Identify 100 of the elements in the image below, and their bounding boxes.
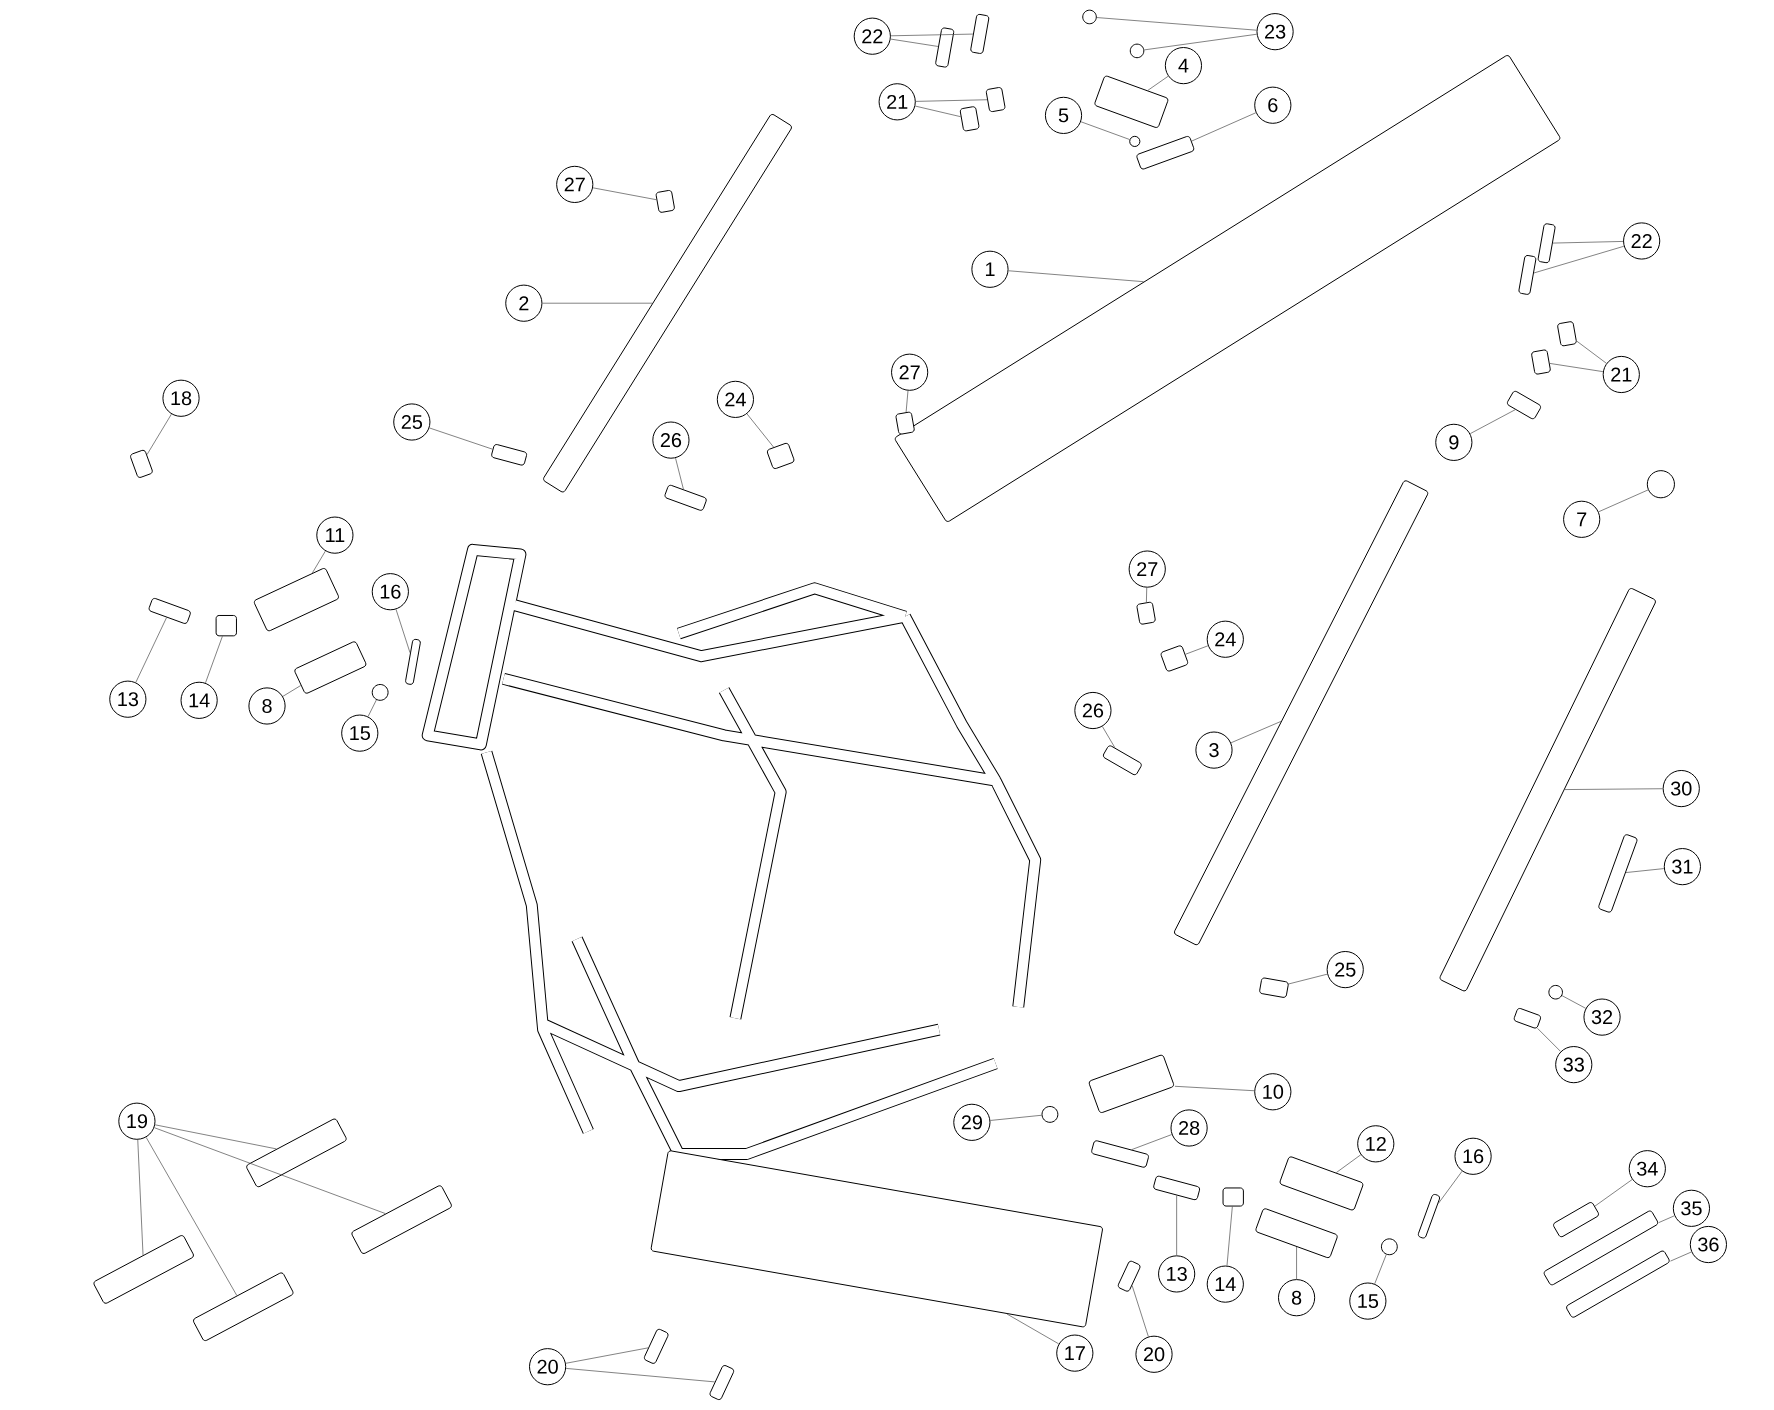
callout-number: 8 bbox=[248, 687, 286, 725]
leader-line bbox=[205, 636, 223, 684]
leader-line bbox=[1143, 34, 1257, 51]
leader-line bbox=[1533, 246, 1625, 274]
fitting bbox=[130, 449, 153, 479]
leader-line bbox=[565, 1368, 716, 1383]
leader-line bbox=[282, 685, 302, 697]
leader-line bbox=[990, 1115, 1042, 1121]
callout-number: 4 bbox=[1164, 47, 1203, 85]
callout-number: 34 bbox=[1628, 1150, 1666, 1188]
bracket-plate bbox=[1094, 75, 1169, 129]
bushing bbox=[985, 87, 1006, 113]
callout-number: 31 bbox=[1663, 848, 1701, 886]
chain-slider bbox=[1088, 1054, 1175, 1114]
bolt bbox=[935, 27, 955, 68]
bushing bbox=[766, 443, 795, 470]
leader-line bbox=[1147, 76, 1169, 91]
end-cap bbox=[1646, 470, 1675, 499]
callout-number: 32 bbox=[1583, 998, 1621, 1036]
callout-number: 29 bbox=[953, 1103, 991, 1142]
callout-number: 27 bbox=[1128, 550, 1166, 588]
footpeg bbox=[294, 641, 367, 694]
callout-number: 15 bbox=[341, 714, 379, 752]
callout-number: 5 bbox=[1044, 96, 1083, 135]
bolt bbox=[970, 14, 990, 55]
leader-line bbox=[1185, 645, 1209, 655]
callout-number: 3 bbox=[1195, 731, 1233, 769]
callout-number: 16 bbox=[1454, 1137, 1492, 1176]
leader-line bbox=[1374, 1254, 1387, 1285]
callout-number: 17 bbox=[1056, 1334, 1094, 1372]
bushing bbox=[1531, 349, 1551, 375]
chain-guide bbox=[1173, 480, 1429, 946]
callout-number: 26 bbox=[1074, 692, 1112, 730]
leader-line bbox=[675, 457, 684, 490]
washer bbox=[1380, 1238, 1398, 1256]
leader-line bbox=[1230, 721, 1282, 744]
callout-number: 8 bbox=[1277, 1279, 1316, 1317]
bracket-plate bbox=[1136, 136, 1195, 170]
bolt bbox=[709, 1365, 735, 1401]
callout-number: 13 bbox=[109, 680, 147, 718]
leader-line bbox=[1102, 726, 1116, 748]
leader-line bbox=[395, 609, 411, 654]
leader-line bbox=[1288, 974, 1328, 985]
callout-number: 36 bbox=[1689, 1226, 1727, 1264]
callout-number: 15 bbox=[1349, 1282, 1387, 1320]
leader-line bbox=[1146, 587, 1148, 603]
footpeg-plate bbox=[253, 568, 339, 632]
nut bbox=[1129, 43, 1145, 59]
leader-line bbox=[1598, 489, 1649, 513]
callout-number: 22 bbox=[1623, 222, 1661, 260]
pin bbox=[405, 639, 421, 685]
nut bbox=[1548, 985, 1563, 1000]
callout-number: 6 bbox=[1254, 86, 1292, 124]
leader-line bbox=[145, 1137, 238, 1296]
bolt bbox=[1518, 255, 1537, 296]
callout-number: 19 bbox=[118, 1102, 156, 1140]
spring bbox=[215, 615, 237, 637]
leader-line bbox=[1296, 1246, 1297, 1280]
callout-number: 25 bbox=[1326, 951, 1364, 989]
spring bbox=[1598, 834, 1638, 913]
bushing bbox=[959, 106, 980, 132]
clip bbox=[1136, 601, 1156, 625]
callout-number: 2 bbox=[505, 284, 543, 322]
spring bbox=[1506, 391, 1542, 420]
leader-line bbox=[1625, 868, 1665, 874]
callout-number: 23 bbox=[1256, 13, 1294, 51]
pin bbox=[1417, 1194, 1441, 1239]
leader-line bbox=[1080, 121, 1130, 140]
callout-number: 24 bbox=[1206, 620, 1244, 658]
spring bbox=[1566, 1250, 1670, 1318]
spring bbox=[1222, 1187, 1244, 1207]
callout-number: 26 bbox=[652, 421, 690, 459]
rubber-pad bbox=[193, 1272, 294, 1342]
leader-line bbox=[1552, 241, 1624, 244]
leader-line bbox=[905, 390, 909, 413]
leader-line bbox=[367, 699, 377, 717]
leader-line bbox=[154, 1127, 386, 1215]
leader-line bbox=[1174, 1086, 1255, 1092]
callout-number: 12 bbox=[1357, 1125, 1395, 1163]
rubber-pad bbox=[93, 1235, 194, 1304]
nut bbox=[1041, 1106, 1059, 1123]
callout-number: 30 bbox=[1662, 770, 1700, 808]
clip bbox=[655, 190, 675, 213]
leader-line bbox=[890, 33, 974, 37]
callout-number: 28 bbox=[1170, 1109, 1208, 1147]
bolt bbox=[1117, 1260, 1141, 1292]
callout-number: 18 bbox=[162, 379, 200, 417]
callout-number: 20 bbox=[529, 1348, 567, 1386]
leader-line bbox=[915, 99, 988, 102]
rubber-pad bbox=[351, 1185, 452, 1255]
bushing bbox=[1160, 645, 1189, 672]
nut bbox=[1129, 136, 1141, 148]
skid-plate bbox=[650, 1150, 1103, 1328]
callout-number: 7 bbox=[1563, 500, 1601, 539]
spring bbox=[1543, 1210, 1659, 1286]
leader-line bbox=[146, 413, 172, 456]
callout-number: 27 bbox=[891, 353, 929, 391]
leader-line bbox=[1096, 17, 1257, 31]
callout-number: 27 bbox=[556, 165, 594, 204]
bracket-plate bbox=[1553, 1202, 1599, 1238]
